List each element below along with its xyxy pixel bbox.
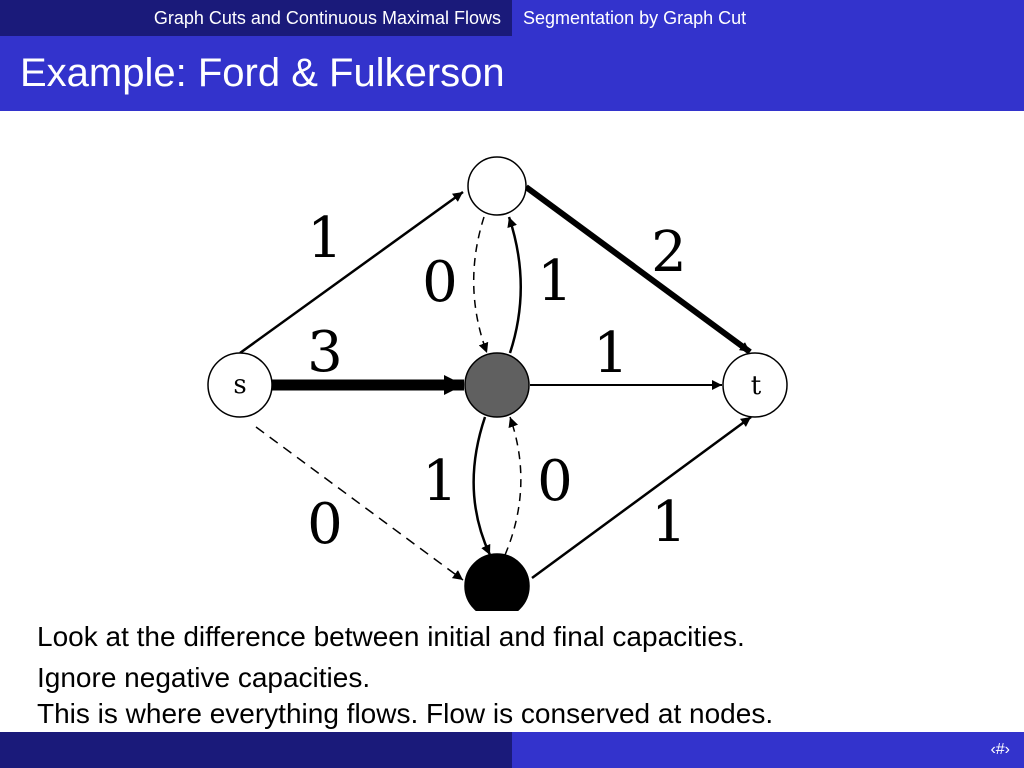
footer-right: ‹#› — [512, 732, 1024, 768]
edge-label-center-t: 1 — [593, 321, 629, 386]
edge-bottom-t — [531, 415, 752, 580]
header-section-left[interactable]: Graph Cuts and Continuous Maximal Flows — [0, 0, 512, 36]
body-line-3: This is where everything flows. Flow is … — [37, 698, 774, 729]
header-section-right[interactable]: Segmentation by Graph Cut — [512, 0, 1024, 36]
edge-s-bottom — [255, 426, 464, 581]
edge-label-center-bottom-solid: 1 — [422, 449, 458, 514]
edge-label-bottom-center-dashed: 0 — [537, 449, 573, 514]
node-center — [464, 352, 530, 418]
node-source-label: s — [233, 370, 246, 400]
node-bottom — [464, 553, 530, 611]
edge-label-center-top-solid: 1 — [537, 249, 573, 314]
edge-label-top-center-dashed: 0 — [422, 250, 458, 315]
page-number: ‹#› — [990, 741, 1010, 758]
edge-label-s-top: 1 — [307, 206, 343, 271]
edge-label-s-center: 3 — [307, 320, 343, 385]
node-top — [467, 156, 527, 216]
edge-s-top — [239, 190, 464, 355]
node-sink — [722, 352, 788, 418]
header-bar: Graph Cuts and Continuous Maximal Flows … — [0, 0, 1024, 36]
edge-label-top-t: 2 — [651, 220, 687, 285]
edge-label-bottom-t: 1 — [651, 490, 687, 555]
edge-top-center-dashed — [473, 216, 489, 354]
node-source — [207, 352, 273, 418]
body-line-2: Ignore negative capacities. — [37, 662, 371, 693]
edge-label-s-bottom: 0 — [307, 492, 343, 557]
body-line-1: Look at the difference between initial a… — [37, 621, 745, 652]
slide-title: Example: Ford & Fulkerson — [0, 36, 1024, 111]
edge-top-t — [524, 184, 752, 355]
edge-center-top-solid — [507, 216, 522, 354]
edge-center-bottom-solid — [472, 416, 492, 556]
footer-bar: ‹#› — [0, 732, 1024, 768]
footer-left — [0, 732, 512, 768]
node-sink-label: t — [751, 371, 762, 401]
edge-bottom-center-dashed — [504, 416, 522, 556]
flow-network-svg: s t 1 3 0 2 1 1 0 1 1 0 — [207, 156, 788, 611]
flow-network-diagram: s t 1 3 0 2 1 1 0 1 1 0 — [0, 111, 1024, 611]
